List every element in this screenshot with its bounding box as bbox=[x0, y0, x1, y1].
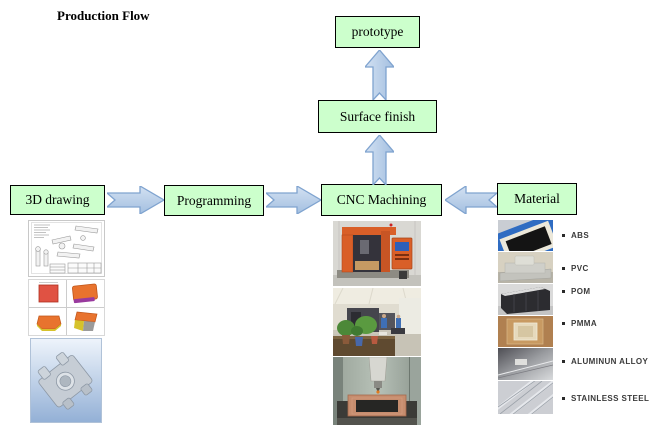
material-item-abs: ABS bbox=[562, 231, 589, 240]
abs-sample-photo bbox=[498, 220, 553, 251]
material-item-pvc: PVC bbox=[562, 264, 589, 273]
node-surface-finish-label: Surface finish bbox=[339, 108, 416, 124]
cnc-milling-photo bbox=[333, 357, 421, 425]
node-cnc-machining-label: CNC Machining bbox=[336, 192, 427, 207]
material-item-stainless-steel: STAINLESS STEEL bbox=[562, 394, 649, 403]
material-item-aluminum-alloy: ALUMINUN ALLOY bbox=[562, 357, 648, 366]
node-surface-finish: Surface finish bbox=[318, 100, 437, 133]
material-item-pom: POM bbox=[562, 287, 590, 296]
bullet-icon bbox=[562, 267, 565, 270]
pmma-sample-photo bbox=[498, 316, 553, 347]
workshop-photo bbox=[333, 288, 421, 356]
page-title: Production Flow bbox=[57, 8, 150, 23]
bullet-icon bbox=[562, 322, 565, 325]
cnc-machine-photo bbox=[333, 221, 421, 286]
bullet-icon bbox=[562, 360, 565, 363]
3d-cad-model-image bbox=[30, 338, 102, 423]
node-prototype-label: prototype bbox=[351, 24, 404, 39]
node-programming-label: Programming bbox=[176, 192, 252, 208]
aluminum-alloy-sample-photo bbox=[498, 348, 553, 380]
node-3d-drawing-label: 3D drawing bbox=[25, 192, 90, 207]
material-item-label: PVC bbox=[571, 264, 589, 273]
bullet-icon bbox=[562, 397, 565, 400]
material-item-label: POM bbox=[571, 287, 591, 296]
node-prototype: prototype bbox=[335, 16, 420, 48]
node-3d-drawing: 3D drawing bbox=[10, 185, 105, 215]
material-item-label: STAINLESS STEEL bbox=[571, 394, 650, 403]
arrow-left-icon bbox=[445, 186, 497, 214]
cad-color-renders-image bbox=[28, 279, 105, 336]
arrow-up-icon bbox=[365, 50, 394, 100]
pvc-sample-photo bbox=[498, 252, 553, 283]
stainless-steel-sample-photo bbox=[498, 381, 553, 414]
node-material-label: Material bbox=[514, 191, 560, 206]
pom-sample-photo bbox=[498, 284, 553, 315]
material-item-pmma: PMMA bbox=[562, 319, 597, 328]
technical-drawing-image bbox=[28, 220, 105, 277]
node-material: Material bbox=[497, 183, 577, 215]
bullet-icon bbox=[562, 290, 565, 293]
node-programming: Programming bbox=[164, 185, 264, 216]
material-item-label: ALUMINUN ALLOY bbox=[571, 357, 649, 366]
bullet-icon bbox=[562, 234, 565, 237]
material-item-label: ABS bbox=[571, 231, 590, 240]
arrow-right-icon bbox=[266, 186, 321, 214]
arrow-up-icon bbox=[365, 135, 394, 185]
material-item-label: PMMA bbox=[571, 319, 598, 328]
arrow-right-icon bbox=[107, 186, 164, 214]
node-cnc-machining: CNC Machining bbox=[321, 184, 442, 216]
